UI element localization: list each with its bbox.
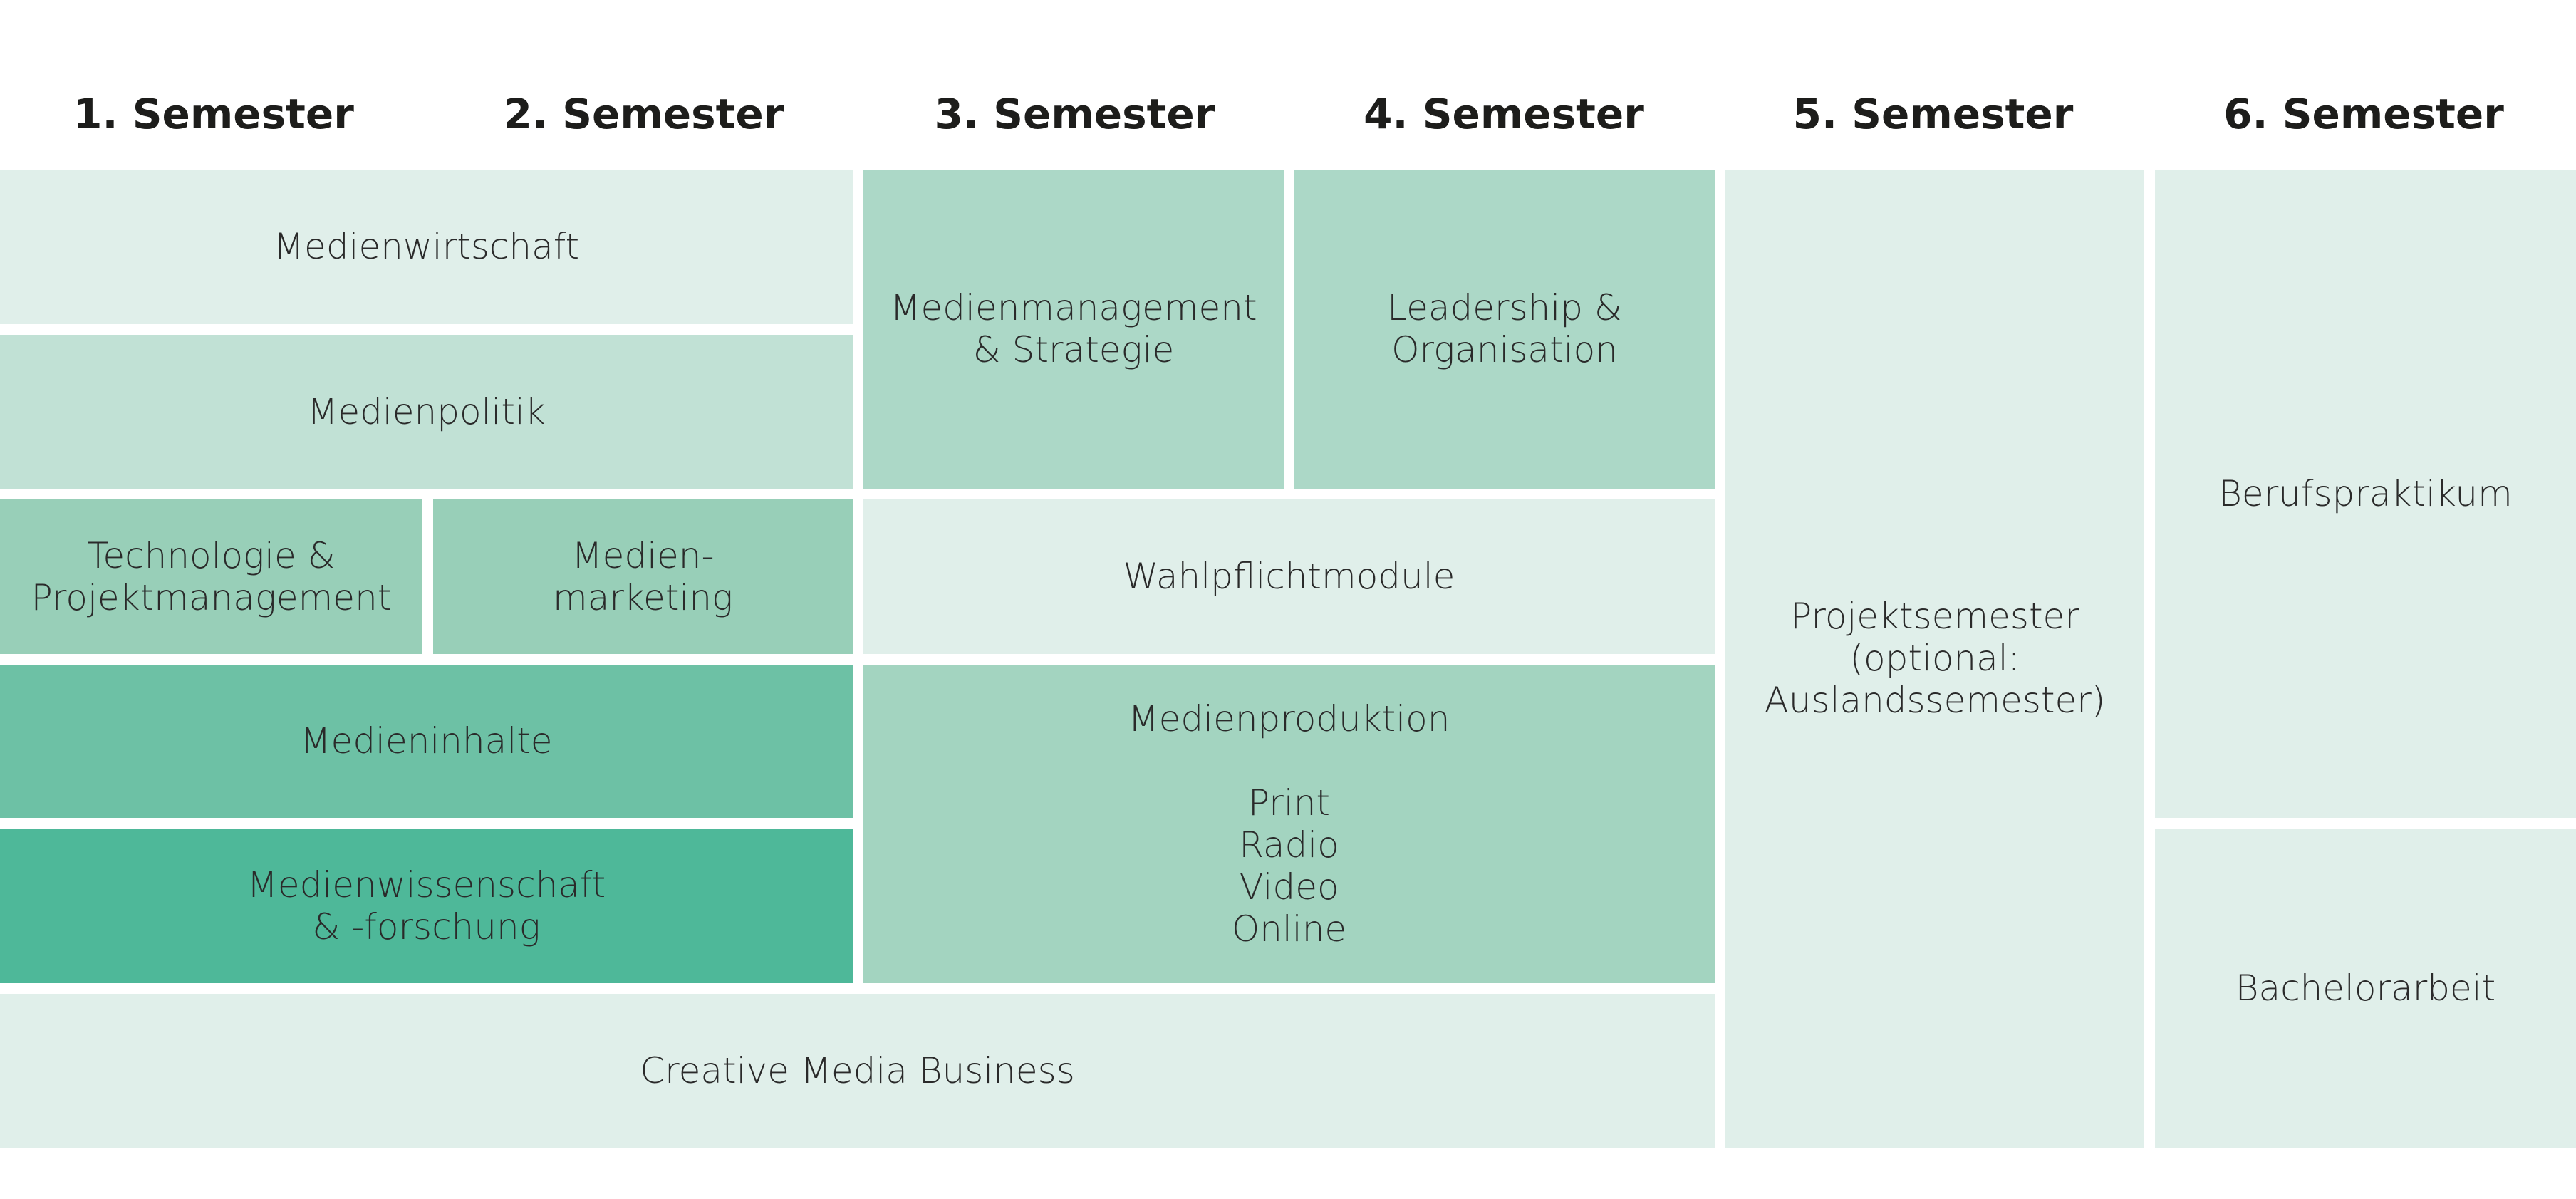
module-bachelorarbeit: Bachelorarbeit xyxy=(2155,829,2576,1148)
module-label-line-1: Medienwissenschaft xyxy=(246,863,606,905)
semester-3-header: 3. Semester xyxy=(934,90,1215,138)
module-medienproduktion: Medienproduktion Print Radio Video Onlin… xyxy=(863,665,1715,983)
semester-2-header: 2. Semester xyxy=(503,90,784,138)
module-label-line-1: Technologie & xyxy=(87,534,336,576)
module-technologie-projektmanagement: Technologie & Projektmanagement xyxy=(0,499,422,654)
module-label: Wahlpflichtmodule xyxy=(1123,556,1455,597)
module-label-line-2: marketing xyxy=(552,576,734,618)
module-label-line-2: Organisation xyxy=(1391,329,1618,370)
module-creative-media-business: Creative Media Business xyxy=(0,994,1715,1148)
module-wahlpflichtmodule: Wahlpflichtmodule xyxy=(863,499,1715,654)
module-projektsemester: Projektsemester (optional: Auslandssemes… xyxy=(1725,170,2144,1148)
module-label: Berufspraktikum xyxy=(2218,472,2513,514)
module-medienpolitik: Medienpolitik xyxy=(0,335,853,489)
module-medienwirtschaft: Medienwirtschaft xyxy=(0,170,853,324)
semester-4-header: 4. Semester xyxy=(1364,90,1644,138)
module-label: Bachelorarbeit xyxy=(2235,967,2496,1009)
module-label-line-1: Projektsemester xyxy=(1790,596,2079,637)
module-label: Creative Media Business xyxy=(640,1049,1075,1091)
module-label-line-1: Medien- xyxy=(571,534,715,576)
module-berufspraktikum: Berufspraktikum xyxy=(2155,170,2576,818)
semester-6-header: 6. Semester xyxy=(2223,90,2504,138)
module-label-line-2: (optional: xyxy=(1849,638,2020,679)
module-label-line-1: Medienmanagement xyxy=(890,287,1257,328)
module-medieninhalte: Medieninhalte xyxy=(0,665,853,818)
module-title: Medienproduktion xyxy=(1128,697,1450,739)
module-item-radio: Radio xyxy=(1239,824,1339,866)
module-item-online: Online xyxy=(1231,908,1347,950)
module-label-line-3: Auslandssemester) xyxy=(1764,680,2106,721)
module-label: Medienwirtschaft xyxy=(273,226,580,267)
module-item-video: Video xyxy=(1239,866,1339,908)
semester-1-header: 1. Semester xyxy=(73,90,354,138)
module-label-line-2: & -forschung xyxy=(312,905,541,948)
module-medienmarketing: Medien- marketing xyxy=(433,499,853,654)
semester-5-header: 5. Semester xyxy=(1792,90,2074,138)
module-label-line-2: & Strategie xyxy=(972,329,1175,370)
module-label: Medienpolitik xyxy=(307,390,546,432)
module-label-line-1: Leadership & xyxy=(1387,287,1622,328)
module-item-print: Print xyxy=(1247,782,1330,824)
module-medienwissenschaft: Medienwissenschaft & -forschung xyxy=(0,829,853,983)
module-medienmanagement-strategie: Medienmanagement & Strategie xyxy=(863,170,1284,489)
module-leadership-organisation: Leadership & Organisation xyxy=(1294,170,1715,489)
module-label-line-2: Projektmanagement xyxy=(31,576,392,618)
module-label: Medieninhalte xyxy=(300,720,553,762)
